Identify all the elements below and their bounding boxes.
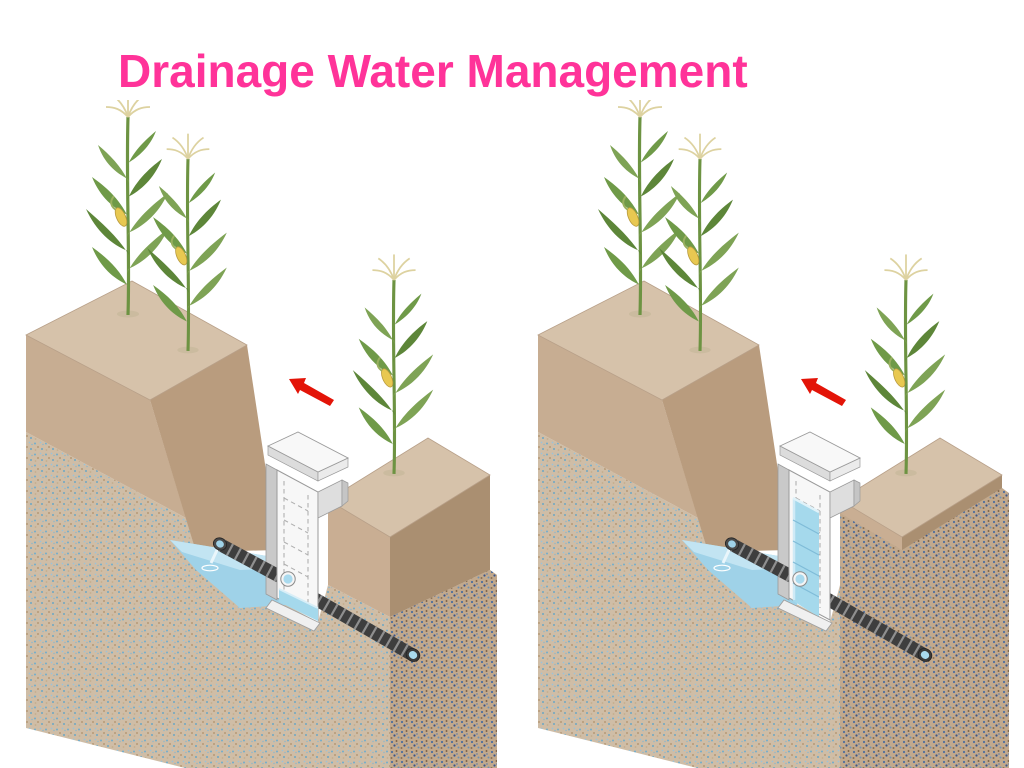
illustration-panels (0, 100, 1024, 768)
drainage-diagram-left (0, 100, 512, 768)
panel-free-drainage (0, 100, 512, 768)
panel-controlled-drainage (512, 100, 1024, 768)
drainage-diagram-right (512, 100, 1024, 768)
slide-title: Drainage Water Management (118, 45, 748, 97)
